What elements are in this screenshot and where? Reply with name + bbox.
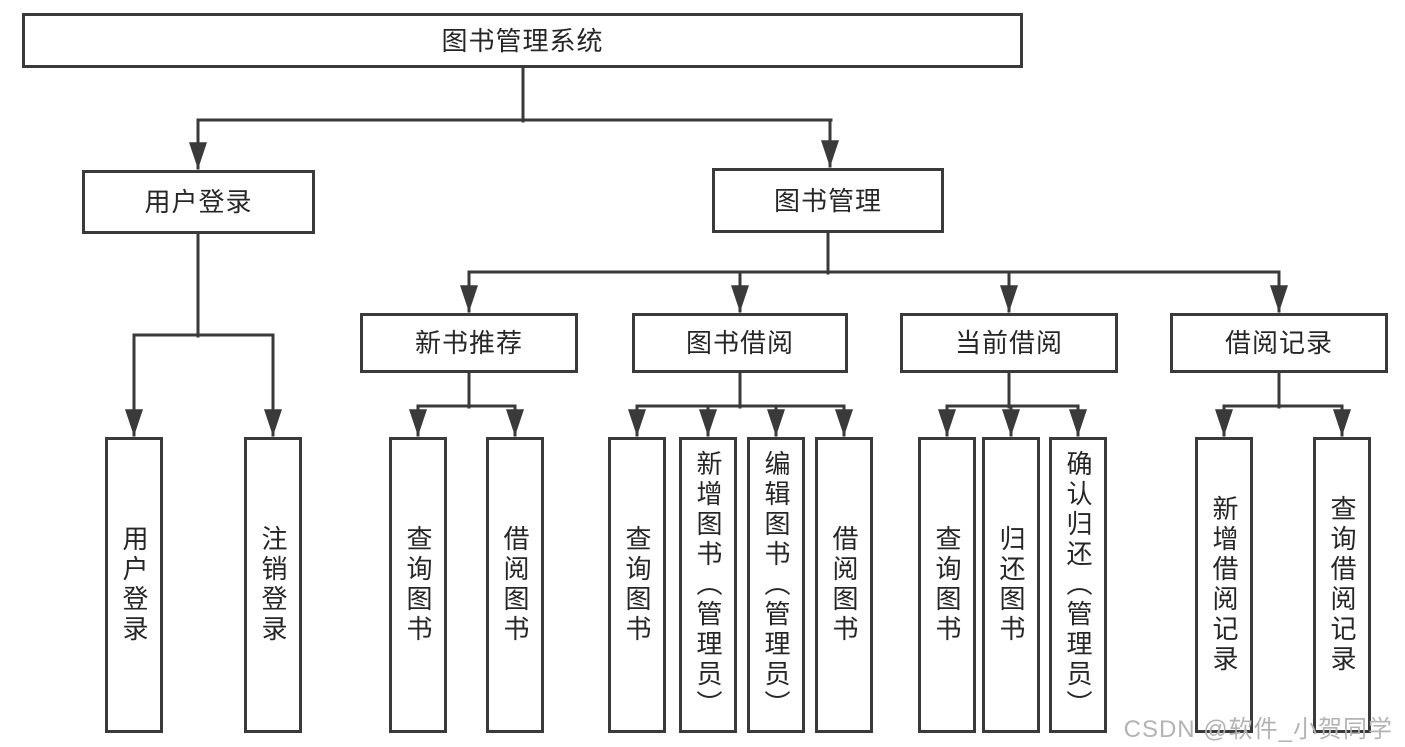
leaf-borrow-books: 借阅图书: [815, 437, 873, 733]
node-root-label: 图书管理系统: [441, 25, 604, 56]
leaf-add-borrow-record-label: 新增借阅记录: [1209, 495, 1239, 675]
node-book-borrow: 图书借阅: [632, 313, 848, 373]
leaf-logout: 注销登录: [244, 437, 302, 733]
leaf-query-borrow-record-label: 查询借阅记录: [1327, 495, 1357, 675]
node-user-login-label: 用户登录: [144, 187, 253, 217]
leaf-edit-books-admin-label: 编辑图书（管理员）: [761, 450, 791, 720]
leaf-borrow-books-recommend-label: 借阅图书: [500, 525, 530, 645]
node-book-borrow-label: 图书借阅: [685, 328, 794, 358]
leaf-return-books-label: 归还图书: [996, 525, 1026, 645]
node-current-borrow: 当前借阅: [900, 313, 1118, 373]
leaf-query-books-recommend-label: 查询图书: [403, 525, 433, 645]
leaf-borrow-books-label: 借阅图书: [829, 525, 859, 645]
leaf-confirm-return-admin: 确认归还（管理员）: [1049, 437, 1107, 733]
leaf-query-borrow-record: 查询借阅记录: [1313, 437, 1371, 733]
node-user-login: 用户登录: [82, 170, 315, 234]
leaf-return-books: 归还图书: [982, 437, 1040, 733]
leaf-query-books-current: 查询图书: [918, 437, 976, 733]
leaf-query-books-current-label: 查询图书: [932, 525, 962, 645]
leaf-user-login: 用户登录: [105, 437, 163, 733]
node-current-borrow-label: 当前借阅: [954, 328, 1063, 358]
node-new-book-recommend: 新书推荐: [360, 313, 578, 373]
leaf-add-books-admin: 新增图书（管理员）: [679, 437, 737, 733]
watermark: CSDN @软件_小贺同学: [1123, 716, 1393, 743]
node-root: 图书管理系统: [22, 13, 1023, 68]
leaf-logout-label: 注销登录: [258, 525, 288, 645]
leaf-add-borrow-record: 新增借阅记录: [1195, 437, 1253, 733]
leaf-query-books-borrow-label: 查询图书: [622, 525, 652, 645]
leaf-confirm-return-admin-label: 确认归还（管理员）: [1063, 450, 1093, 720]
node-borrow-records: 借阅记录: [1170, 313, 1388, 373]
node-borrow-records-label: 借阅记录: [1224, 328, 1333, 358]
leaf-user-login-label: 用户登录: [119, 525, 149, 645]
leaf-borrow-books-recommend: 借阅图书: [486, 437, 544, 733]
leaf-edit-books-admin: 编辑图书（管理员）: [747, 437, 805, 733]
node-book-management-label: 图书管理: [773, 185, 882, 216]
leaf-add-books-admin-label: 新增图书（管理员）: [693, 450, 723, 720]
node-new-book-recommend-label: 新书推荐: [414, 328, 523, 358]
leaf-query-books-borrow: 查询图书: [608, 437, 666, 733]
leaf-query-books-recommend: 查询图书: [389, 437, 447, 733]
node-book-management: 图书管理: [712, 168, 944, 233]
